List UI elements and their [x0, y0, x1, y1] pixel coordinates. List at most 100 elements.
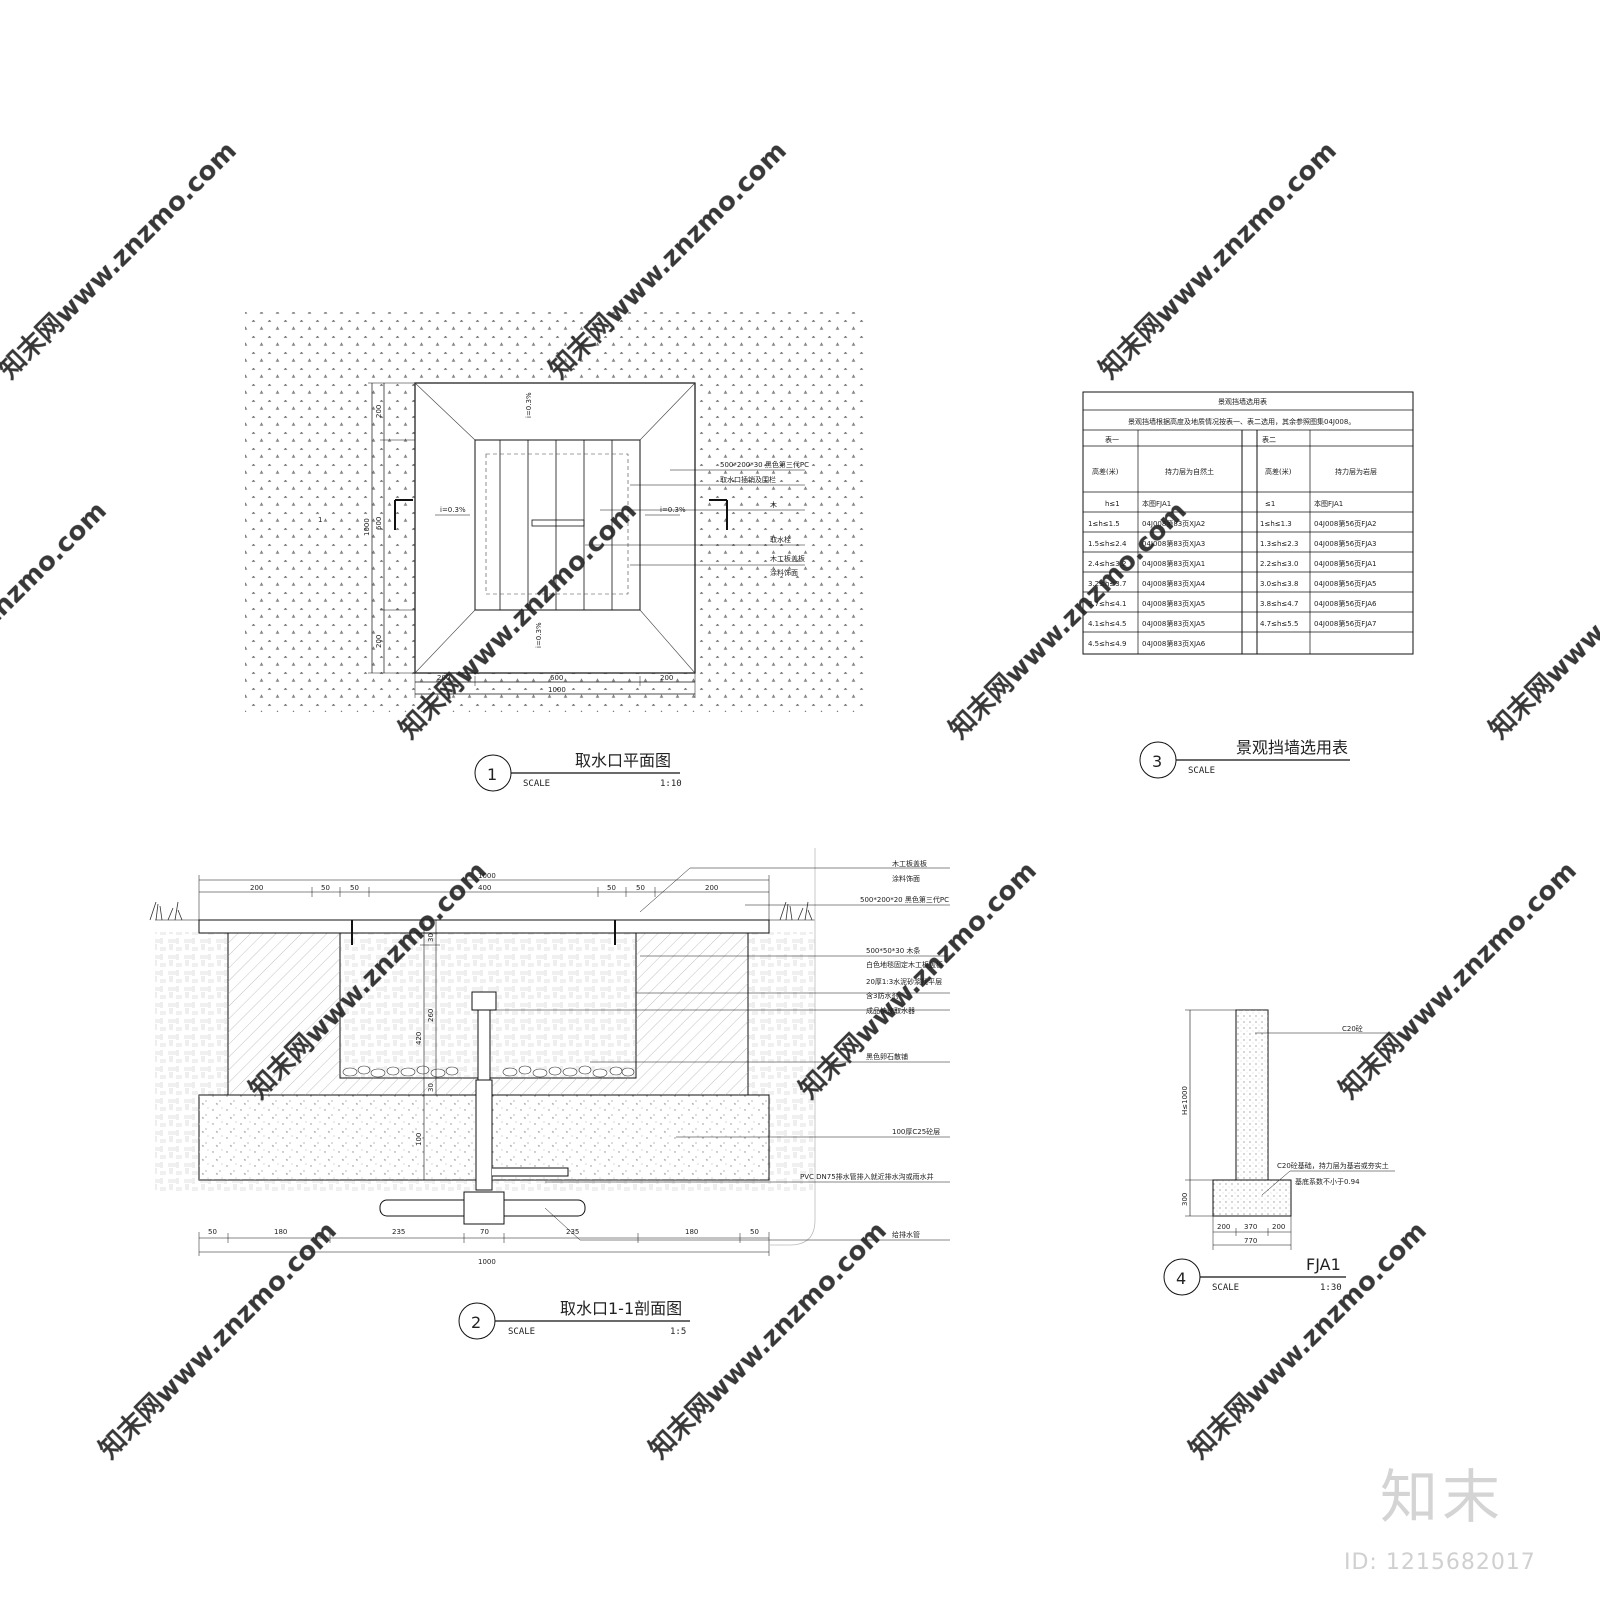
table1-cell: h≤1	[1105, 500, 1120, 508]
table1-cell: 04J008第83页XJA5	[1142, 599, 1205, 608]
section-bottom-total: 1000	[478, 1258, 496, 1266]
table1-cell: 3.2≤h≤3.7	[1088, 580, 1126, 588]
table1-cell: 本图FJA1	[1142, 499, 1171, 508]
table2-cell: 1.3≤h≤2.3	[1260, 540, 1298, 548]
section-callout: 500*200*20 黑色第三代PC	[860, 895, 949, 904]
slope-label-top: i=0.3%	[525, 392, 533, 418]
section-bottom-dim: 50	[208, 1228, 217, 1236]
watermark-text: 知末网www.znzmo.com	[1094, 136, 1343, 385]
section-top-dim: 50	[636, 884, 645, 892]
table1-cell: 04J008第83页XJA1	[1142, 559, 1205, 568]
watermark-text: 知末网www.znzmo.com	[644, 1216, 893, 1465]
dim-v-3: 200	[375, 635, 383, 648]
section-top-dim: 50	[350, 884, 359, 892]
fja1-dim-bottom: 370	[1244, 1223, 1257, 1231]
section-bottom-dim: 180	[274, 1228, 287, 1236]
dim-h-total: 1000	[548, 686, 566, 694]
table1-cell: 04J008第83页XJA2	[1142, 519, 1205, 528]
table1-label: 表一	[1105, 435, 1119, 444]
table1-cell: 04J008第83页XJA6	[1142, 639, 1206, 648]
plan-callout-2: 取水口插销及围栏	[720, 475, 776, 484]
table1-cell: 04J008第83页XJA3	[1142, 539, 1205, 548]
table2-header-2: 持力层为岩层	[1335, 467, 1377, 476]
scale-value: 1:10	[660, 779, 682, 789]
slope-label-left: i=0.3%	[440, 506, 466, 514]
plan-callout-3: 木	[770, 500, 777, 509]
section-bottom-dim: 235	[566, 1228, 579, 1236]
riser-pipe	[475, 1079, 493, 1191]
fja1-dim-bottom: 200	[1217, 1223, 1230, 1231]
section-callout: 100厚C25砼层	[892, 1127, 940, 1136]
section-callout: 黑色卵石散铺	[866, 1052, 908, 1061]
watermark-text: 知末网www.znzmo.com	[1334, 856, 1583, 1105]
grass-right	[779, 901, 813, 921]
drawing-title: 取水口平面图	[575, 751, 671, 770]
table2-cell: 1≤h≤1.3	[1260, 520, 1292, 528]
dim-h-1: 200	[437, 674, 450, 682]
scale-value: 1:5	[670, 1327, 686, 1337]
section-bottom-dim: 235	[392, 1228, 405, 1236]
table1-cell: 04J008第83页XJA5	[1142, 619, 1205, 628]
watermark-text: 知末网www.znzmo.com	[0, 136, 243, 385]
fja1-dim-h: H≤1000	[1181, 1086, 1189, 1115]
drawing-title: 取水口1-1剖面图	[560, 1299, 682, 1318]
black-pebbles	[342, 1065, 635, 1078]
scale-label: SCALE	[1188, 766, 1215, 776]
section-bottom-dim: 50	[750, 1228, 759, 1236]
table1-cell: 2.4≤h≤3.2	[1088, 560, 1126, 568]
section-callout: 涂料饰面	[892, 874, 920, 883]
table1-cell: 1≤h≤1.5	[1088, 520, 1120, 528]
watermark-text: 知末网www.znzmo.com	[794, 856, 1043, 1105]
table-note: 景观挡墙根据高度及地质情况按表一、表二选用，其余参照图集04J008。	[1128, 417, 1355, 426]
table2-cell: 04J008第56页FJA1	[1314, 559, 1376, 568]
table-title: 景观挡墙选用表	[1218, 397, 1267, 406]
fja1-drawing: H≤1000 300 200 370 200 770 C20砼 C20砼基础，持…	[1163, 1009, 1395, 1296]
table1-cell: 3.7≤h≤4.1	[1088, 600, 1126, 608]
drawing-number: 3	[1152, 752, 1162, 771]
table1-cell: 4.5≤h≤4.9	[1088, 640, 1126, 648]
image-id: ID: 1215682017	[1344, 1550, 1536, 1575]
dim-v-2: 600	[375, 517, 383, 530]
retaining-walls	[228, 933, 748, 1095]
watermark-text: 知末网www.znzmo.com	[0, 496, 113, 745]
section-callout: 含3防水剂	[866, 991, 898, 1000]
grass-left	[149, 901, 183, 921]
drawing-title: 景观挡墙选用表	[1236, 738, 1348, 757]
scale-label: SCALE	[523, 779, 550, 789]
table2-label: 表二	[1262, 435, 1276, 444]
plan-callout-4: 取水栓	[770, 535, 791, 544]
section-top-dim: 200	[705, 884, 718, 892]
section-callout: 500*50*30 木条	[866, 946, 920, 955]
fja1-callout: C20砼	[1342, 1024, 1363, 1033]
section-v-dim: 420	[415, 1032, 423, 1045]
watermark-text: 知末网www.znzmo.com	[1184, 1216, 1433, 1465]
plan-callout-1: 500*200*30 黑色第三代PC	[720, 460, 809, 469]
section-bottom-dim: 70	[480, 1228, 489, 1236]
section-v-dim: 100	[415, 1133, 423, 1146]
table2-cell: 本图FJA1	[1314, 499, 1343, 508]
drain-pipe	[492, 1167, 569, 1177]
table2-cell: 04J008第56页FJA2	[1314, 519, 1376, 528]
section-top-dim: 400	[478, 884, 491, 892]
table1-cell: 4.1≤h≤4.5	[1088, 620, 1126, 628]
table2-cell: 3.8≤h≤4.7	[1260, 600, 1298, 608]
table2-cell: ≤1	[1265, 500, 1275, 508]
section-callout: 20厚1:3水泥砂浆找平层	[866, 977, 942, 986]
section-top-dim: 200	[250, 884, 263, 892]
table1-header-1: 高差(米)	[1092, 467, 1119, 476]
section-callout: PVC DN75排水管排入就近排水沟或雨水井	[800, 1172, 934, 1181]
drawing-title: FJA1	[1306, 1255, 1341, 1274]
table1-cell: 04J008第83页XJA4	[1142, 579, 1206, 588]
scale-value: 1:30	[1320, 1283, 1342, 1293]
fja1-dim-total: 770	[1244, 1237, 1257, 1245]
drawing-number: 1	[487, 765, 497, 784]
section-top-dim: 50	[321, 884, 330, 892]
dim-v-total: 1000	[363, 518, 371, 536]
table1-header-2: 持力层为自然土	[1165, 467, 1214, 476]
section-callout: 白色地毯固定木工板盖板	[866, 960, 943, 969]
watermark-text: 知末网www.znzmo.com	[94, 1216, 343, 1465]
brand-logo: 知末	[1380, 1463, 1505, 1531]
section-callout: 给排水管	[892, 1230, 920, 1239]
handle	[531, 519, 585, 527]
